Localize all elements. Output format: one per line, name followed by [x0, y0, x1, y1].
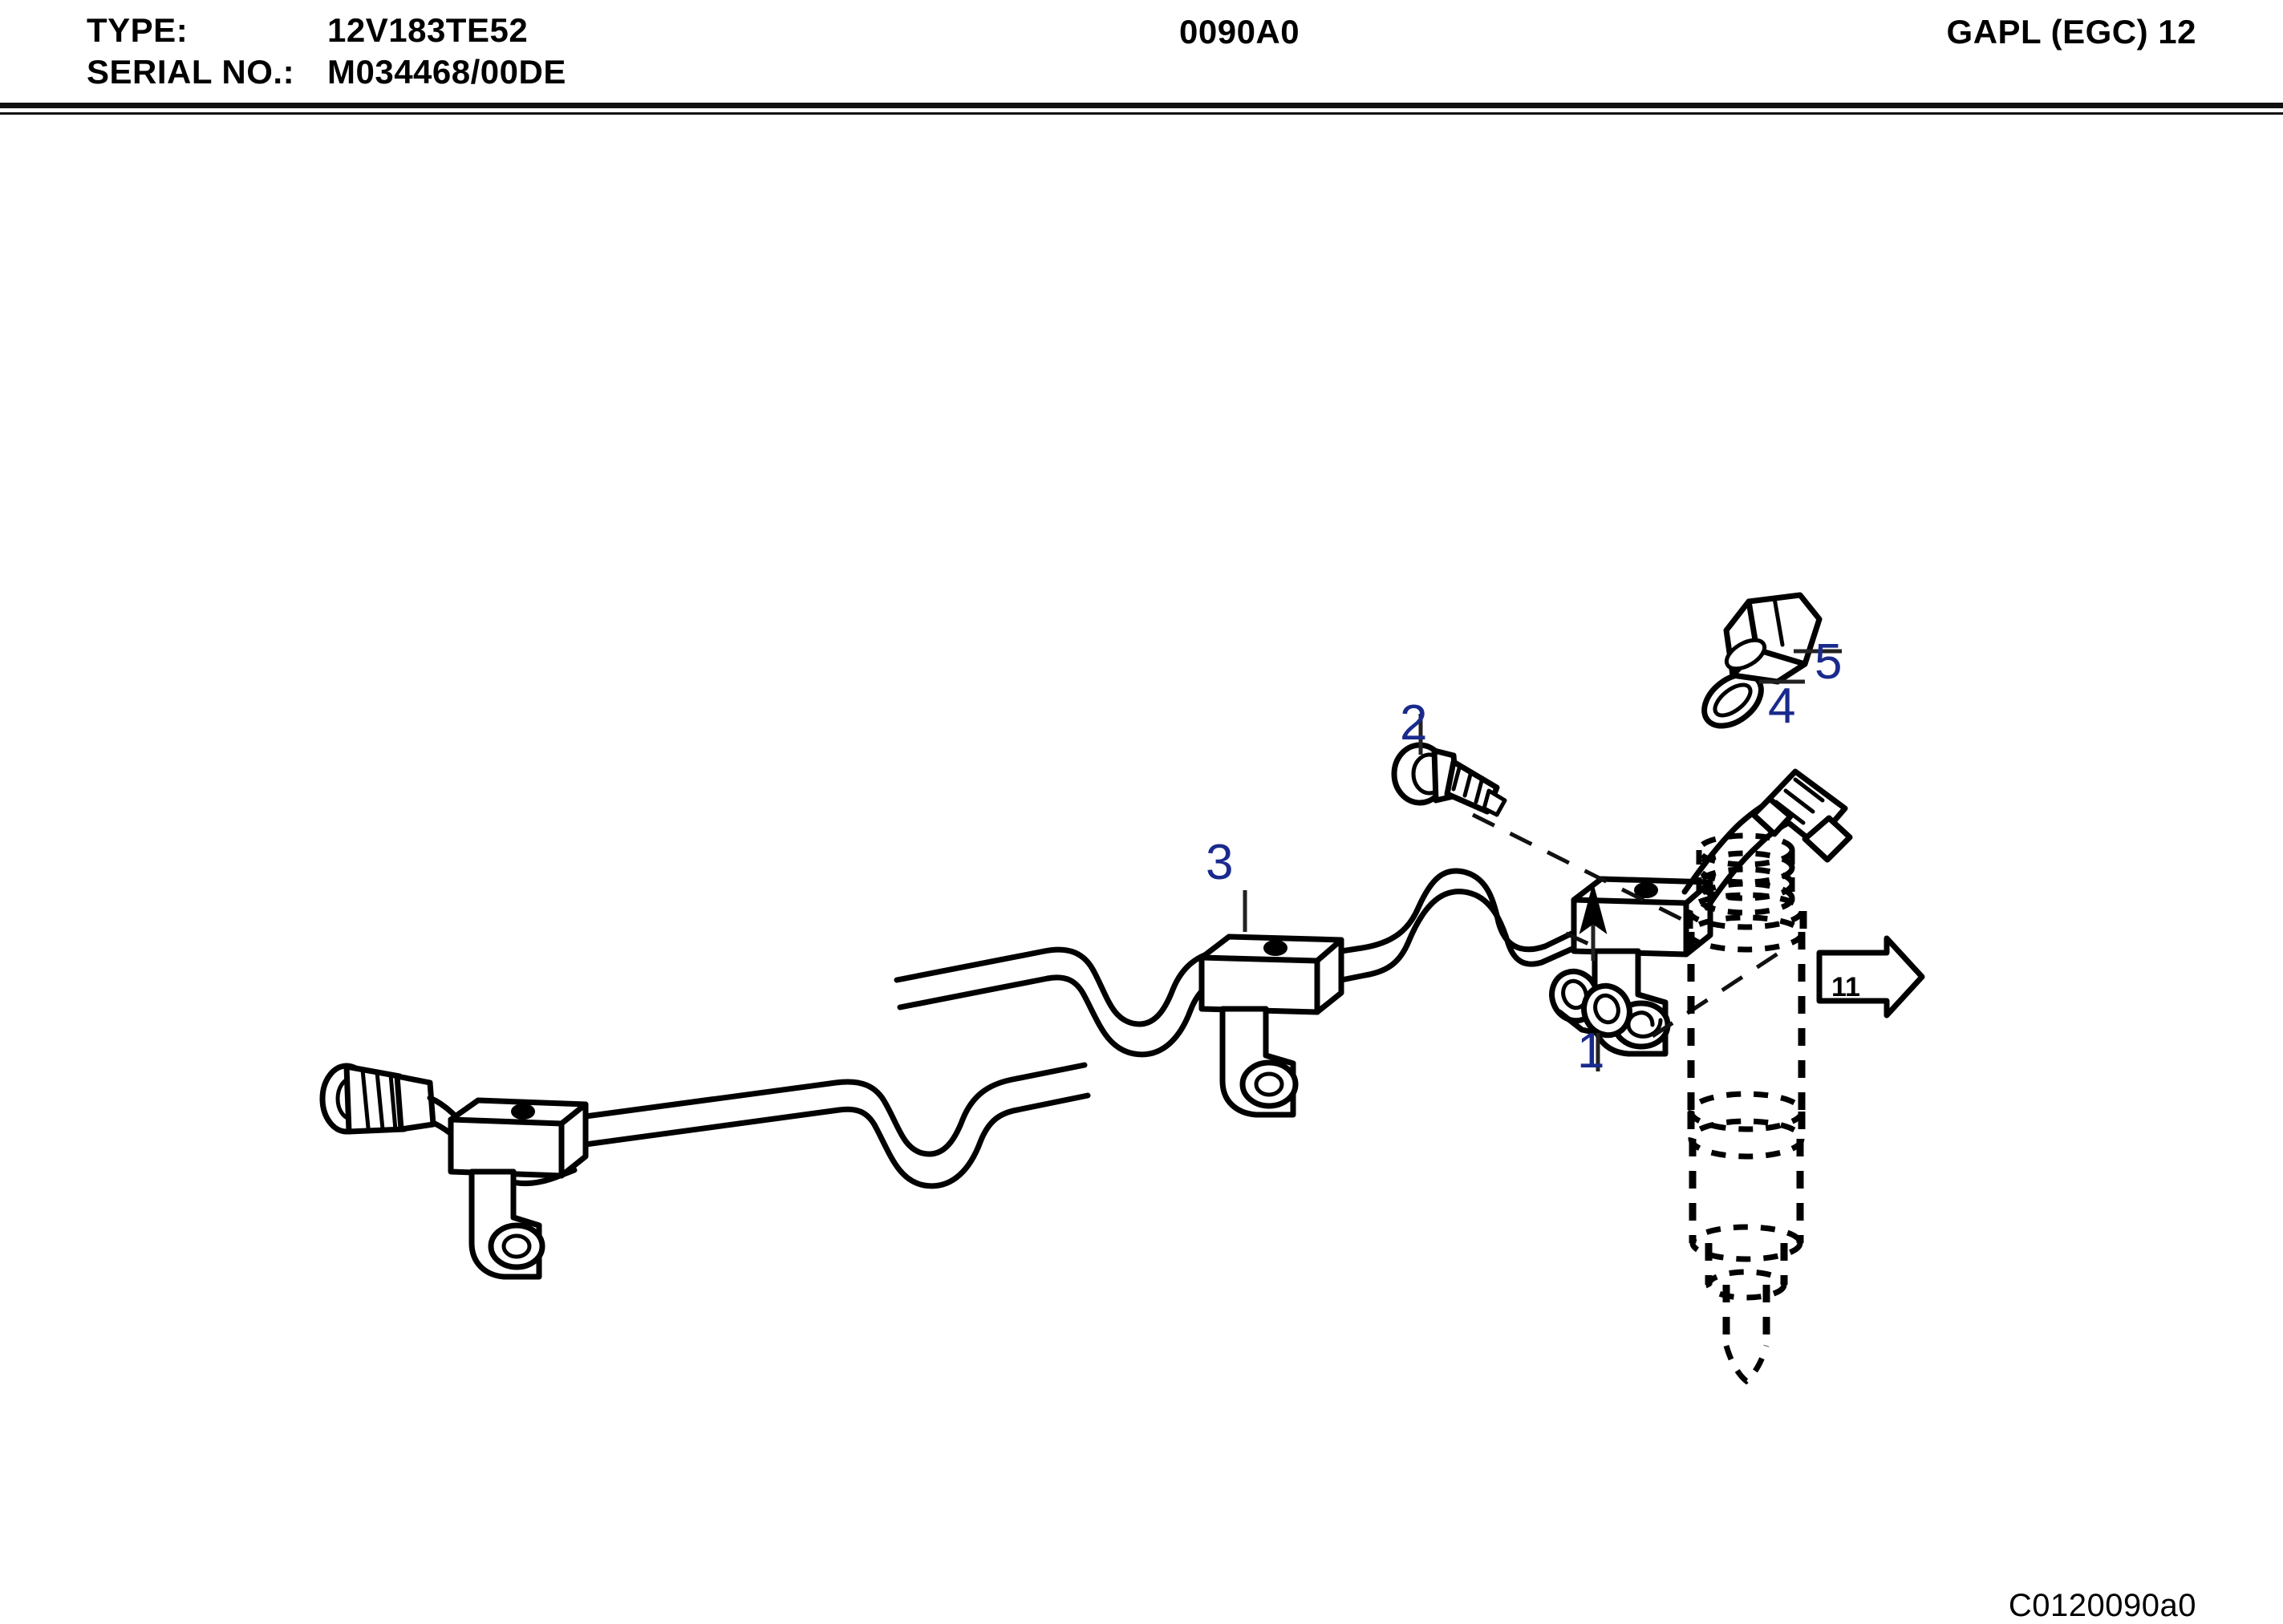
line-threaded-nipple: [1750, 768, 1853, 863]
part-sealing-washers: [1549, 968, 1632, 1039]
line-clamp-middle: [1198, 933, 1344, 1118]
cross-reference-arrow-box: [1816, 935, 1925, 1019]
drawing-code: C0120090a0: [2008, 1588, 2196, 1623]
header-rule-thin: [0, 112, 2283, 115]
technical-drawing-canvas: .ln { fill:none; stroke:#000; stroke-wid…: [0, 120, 2283, 1623]
page-header: TYPE: 12V183TE52 SERIAL NO.: M034468/00D…: [0, 0, 2283, 115]
fuel-line-right-segment: [894, 592, 1853, 1118]
serial-value: M034468/00DE: [327, 53, 566, 91]
callout-number-2: 2: [1400, 695, 1428, 751]
header-rule-thick: [0, 103, 2283, 108]
part-cap-nut: [1723, 592, 1823, 685]
assembly-centerlines: [1471, 812, 1790, 1039]
part-banjo-bolt: [1391, 742, 1507, 817]
line-clamp-left: [448, 1097, 589, 1280]
section-code: GAPL (EGC) 12: [1946, 13, 2196, 51]
callout-leader-lines: [1243, 649, 1842, 1071]
engine-identification: TYPE: 12V183TE52 SERIAL NO.: M034468/00D…: [87, 11, 566, 95]
callout-number-4: 4: [1768, 678, 1796, 734]
serial-row: SERIAL NO.: M034468/00DE: [87, 53, 566, 95]
type-row: TYPE: 12V183TE52: [87, 11, 566, 53]
callout-number-1: 1: [1577, 1023, 1605, 1079]
group-code: 0090A0: [1179, 13, 1300, 51]
cross-reference-label: 11: [1831, 972, 1860, 1002]
type-label: TYPE:: [87, 11, 189, 49]
part-pressure-ring: [1701, 671, 1764, 729]
callout-number-5: 5: [1815, 634, 1843, 690]
type-value: 12V183TE52: [327, 11, 529, 49]
left-threaded-fitting: [319, 1063, 436, 1135]
serial-label: SERIAL NO.:: [87, 53, 295, 91]
injector-phantom: [1685, 832, 1807, 1385]
fuel-line-left-segment: [319, 1062, 1091, 1280]
callout-number-3: 3: [1206, 835, 1234, 890]
assembly-arrow-washers: [1579, 882, 1608, 961]
